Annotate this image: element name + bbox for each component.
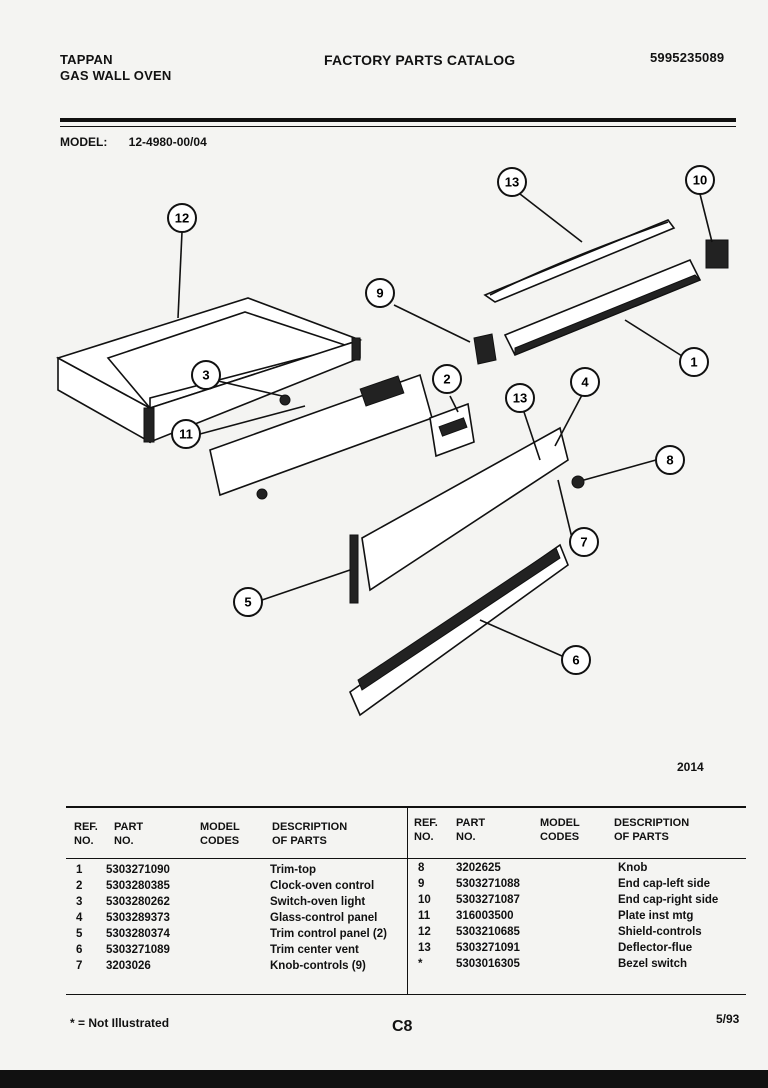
not-illustrated-note: * = Not Illustrated [70,1016,170,1030]
svg-text:2: 2 [443,372,450,387]
callout-2: 2 [432,364,462,394]
callout-10: 10 [685,165,715,195]
end-cap-right-drawing [705,239,729,269]
callout-1: 1 [679,347,709,377]
trim-control-panel-drawing [349,534,359,604]
svg-text:5: 5 [244,595,251,610]
callout-4: 4 [570,367,600,397]
deflector-flue-drawing [483,219,676,303]
callout-5: 5 [233,587,263,617]
callout-3: 3 [191,360,221,390]
table-bottom-rule [66,994,746,995]
svg-text:13: 13 [505,175,519,190]
model-label: MODEL: [60,135,108,149]
product-name: GAS WALL OVEN [60,68,172,83]
svg-text:10: 10 [693,173,707,188]
clock-oven-control-drawing [429,402,475,458]
scan-bottom-edge [0,1070,768,1088]
callout-13-mid: 13 [505,383,535,413]
plate-inst-mtg-drawing [209,373,433,500]
glass-control-panel-drawing [361,426,569,592]
table-top-rule [66,806,746,808]
page-code: C8 [392,1018,413,1035]
svg-text:13: 13 [513,391,527,406]
callout-13-top: 13 [497,167,527,197]
table-header-rule [66,858,746,859]
header-rule-thin [60,126,736,127]
svg-text:11: 11 [179,427,193,442]
callout-8: 8 [655,445,685,475]
svg-text:6: 6 [572,653,579,668]
svg-text:8: 8 [666,453,673,468]
callout-9: 9 [365,278,395,308]
trim-top-drawing [503,258,702,357]
brand-name: TAPPAN [60,52,113,67]
svg-text:9: 9 [376,286,383,301]
svg-text:4: 4 [581,375,589,390]
header-ref-right: REF.NO. [414,817,438,843]
table-divider [407,808,408,994]
header-rule [60,118,736,122]
svg-text:1: 1 [690,355,697,370]
callout-7: 7 [569,527,599,557]
figure-number: 2014 [677,760,704,774]
shield-controls-drawing [55,297,363,444]
callout-6: 6 [561,645,591,675]
callout-12: 12 [167,203,197,233]
end-cap-left-drawing [473,333,497,365]
model-value: 12-4980-00/04 [128,135,207,149]
model-line: MODEL: 12-4980-00/04 [60,135,225,149]
catalog-title: FACTORY PARTS CATALOG [324,52,516,68]
header-ref-left: REF.NO. [74,821,98,847]
trim-center-vent-drawing [349,543,569,717]
svg-text:3: 3 [202,368,209,383]
exploded-parts-diagram: 12 13 10 9 1 3 2 4 13 11 8 7 5 6 [55,165,729,717]
knob-drawing [571,475,585,489]
catalog-number: 5995235089 [650,50,725,65]
revision-date: 5/93 [716,1012,740,1026]
svg-text:12: 12 [175,211,189,226]
callout-11: 11 [171,419,201,449]
svg-text:7: 7 [580,535,587,550]
